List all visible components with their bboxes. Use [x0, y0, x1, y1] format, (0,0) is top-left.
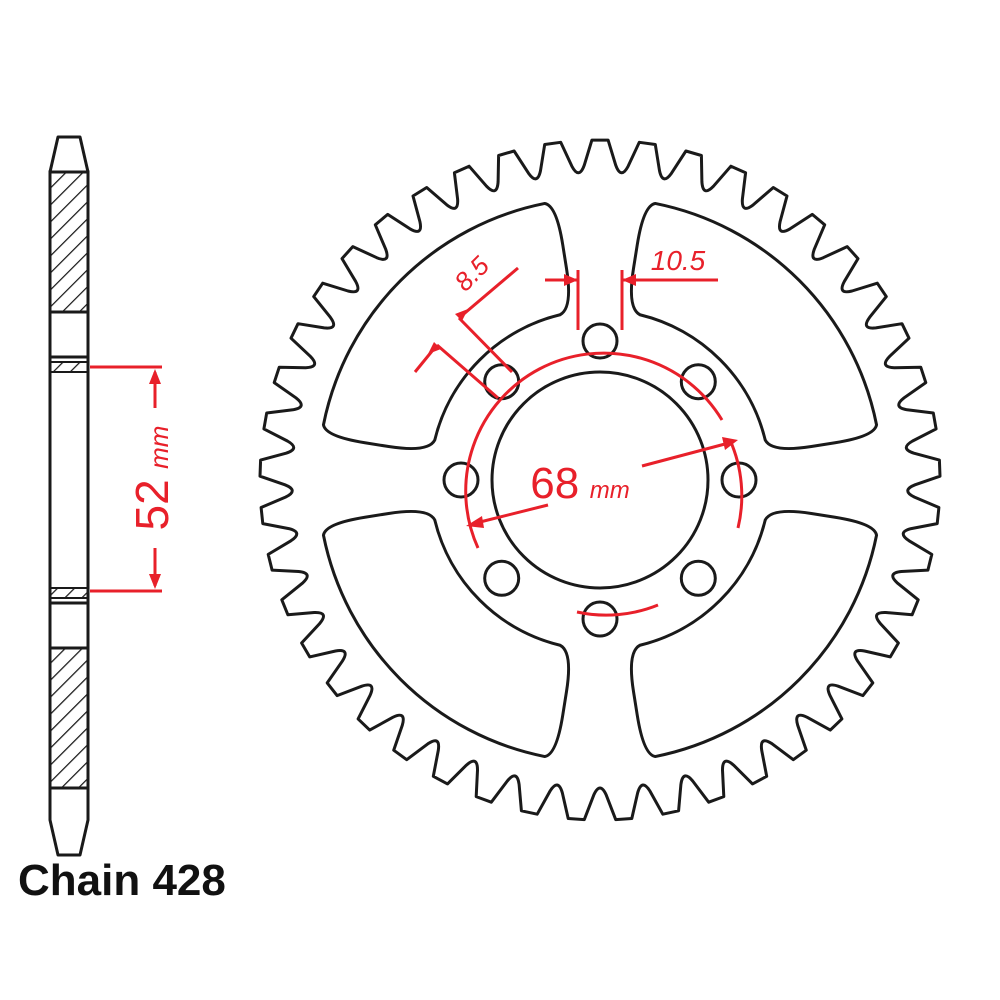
bolt-hole-7 — [442, 461, 480, 499]
svg-text:68 mm: 68 mm — [530, 459, 629, 508]
hatched-section-bottom — [48, 646, 90, 790]
hub-flange-top — [49, 361, 89, 373]
bolt-hole-5 — [581, 600, 619, 638]
cutout-3 — [629, 509, 879, 759]
center-bore — [490, 370, 710, 590]
bolt-circle-arc-left — [464, 351, 724, 549]
slot-width-arrow-left — [564, 274, 578, 286]
bolt-circle-arrow-right — [722, 437, 738, 450]
svg-text:52 mm: 52 mm — [126, 426, 178, 531]
hole-size-extension-right — [457, 316, 514, 374]
side-profile-outline — [48, 135, 90, 857]
slot-width-dimension: 10.5 — [545, 245, 718, 330]
bolt-circle-dimension: 68 mm — [464, 351, 744, 617]
bolt-circle-arrow-left — [466, 516, 484, 528]
slot-width-arrow-right — [622, 274, 636, 286]
bolt-hole-6 — [483, 559, 521, 597]
bolt-circle-unit: mm — [590, 477, 630, 504]
hatched-section-top — [48, 170, 90, 314]
bolt-hole-4 — [679, 559, 717, 597]
bolt-circle-leader-right — [641, 442, 726, 468]
hole-size-label: 8.5 — [448, 250, 495, 297]
sprocket-front-view — [258, 138, 942, 822]
hole-size-arrow-right — [455, 309, 468, 321]
arrow-up — [149, 369, 161, 384]
hole-size-extension-left — [436, 343, 499, 400]
cutout-2 — [629, 201, 879, 451]
bolt-hole-8 — [483, 363, 521, 401]
cutout-4 — [321, 509, 571, 759]
chain-size-caption: Chain 428 — [18, 856, 226, 905]
hole-size-leader-upper — [458, 266, 519, 320]
bolt-circle-arc-right — [728, 439, 744, 529]
hub-width-unit: mm — [144, 426, 174, 469]
hole-size-arrow-left — [428, 342, 441, 354]
side-profile-view — [48, 135, 90, 857]
sprocket-teeth-outline — [258, 138, 942, 822]
weight-reduction-cutouts — [321, 201, 879, 759]
hub-width-dimension: 52 mm — [90, 365, 178, 593]
cutout-1 — [321, 201, 571, 451]
hub-flange-bottom — [49, 587, 89, 599]
bolt-circle-value: 68 — [530, 459, 579, 508]
arrow-down — [149, 574, 161, 589]
slot-width-label: 10.5 — [651, 245, 706, 276]
bolt-circle-leader-left — [479, 503, 549, 524]
bolt-hole-1 — [581, 322, 619, 360]
hub-width-value: 52 — [126, 479, 178, 530]
bolt-circle-arc-bottom — [576, 603, 659, 617]
bolt-hole-2 — [679, 363, 717, 401]
